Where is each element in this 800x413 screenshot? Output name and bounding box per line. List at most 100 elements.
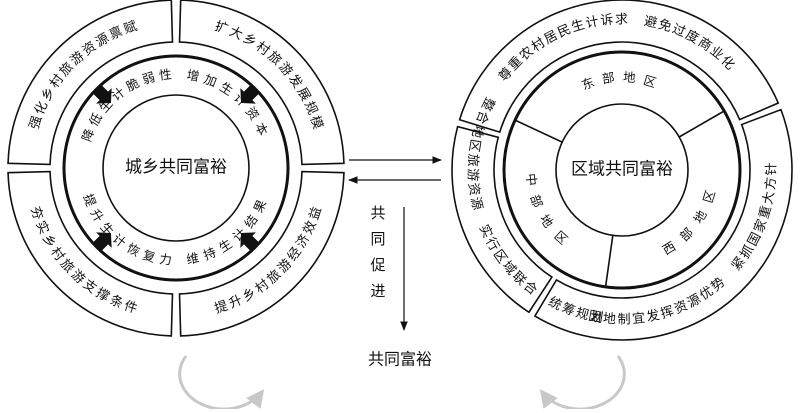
right-outer-label-3-char: 旅 — [464, 153, 480, 167]
left-inner-label-1-char: 降 — [79, 126, 98, 143]
left-inner-label-3: 维持生计结果 — [185, 197, 269, 267]
right-region-east-char: 区 — [642, 72, 658, 90]
left-inner-label-1-char: 弱 — [140, 69, 156, 87]
right-outer-label-3-char: 游 — [464, 168, 479, 181]
right-outer-label-3-char: 区 — [466, 138, 483, 153]
right-outer-label-3-char: 规 — [574, 306, 591, 324]
right-outer-label-2-char: 源 — [685, 292, 704, 311]
left-outer-label-4-char: 条 — [107, 292, 125, 312]
left-outer-segment-4 — [7, 170, 174, 337]
right-divider-3 — [604, 235, 614, 287]
right-outer-label-2-char: 发 — [645, 307, 661, 325]
right-outer-label-3-char: 资 — [465, 182, 482, 197]
right-center-title: 区域共同富裕 — [571, 160, 673, 180]
right-region-west-char: 部 — [677, 225, 696, 244]
left-inner-arrow-3 — [240, 232, 261, 253]
left-inner-label-2-char: 资 — [243, 104, 262, 123]
left-inner-label-4-char: 升 — [87, 206, 106, 224]
right-outer-label-2-char: 地 — [602, 311, 616, 327]
left-gray-cycle-arrow — [178, 355, 265, 411]
left-inner-label-1-char: 计 — [109, 84, 128, 104]
right-outer-label-1-char: 生 — [570, 17, 587, 35]
left-inner-label-1-char: 性 — [158, 66, 172, 82]
right-outer-label-2-char: 针 — [764, 162, 779, 175]
right-region-central-char: 区 — [551, 228, 570, 248]
right-region-central-char: 部 — [527, 193, 545, 210]
right-outer-label-1-char: 免 — [656, 17, 673, 35]
right-outer-label-3-char: 实 — [476, 222, 495, 240]
right-outer-label-1-char: 求 — [615, 12, 628, 27]
left-inner-arrow-4 — [91, 232, 112, 253]
common-prosperity-label: 共同富裕 — [368, 350, 432, 369]
left-outer-label-1-char: 强 — [27, 114, 45, 131]
left-inner-label-4-char: 恢 — [125, 240, 143, 259]
right-gray-cycle-arrow — [539, 355, 626, 411]
left-center-title: 城乡共同富裕 — [125, 158, 227, 178]
right-outer-label-2-char: 因 — [587, 309, 603, 326]
left-outer-label-4-char: 夯 — [27, 205, 45, 222]
vertical-label-char: 同 — [370, 230, 385, 248]
left-inner-label-2-char: 本 — [252, 120, 271, 138]
left-outer-label-2-char: 扩 — [213, 19, 230, 37]
right-outer-label-2-char: 家 — [751, 217, 771, 235]
left-inner-label-4: 提升生计恢复力 — [81, 192, 173, 268]
right-outer-label-2-char: 制 — [617, 312, 630, 327]
right-divider-2 — [678, 110, 725, 138]
right-outer-label-3-char: 行 — [482, 235, 501, 254]
left-outer-label-1-char: 源 — [93, 31, 112, 50]
vertical-label-char: 共 — [370, 204, 385, 222]
left-inner-arrow-1 — [91, 83, 112, 104]
right-region-west-char: 区 — [700, 188, 718, 204]
right-outer-label-3-char: 整 — [478, 95, 497, 113]
left-outer-segment-3 — [178, 170, 345, 337]
right-outer-label-3-char: 统 — [546, 295, 564, 314]
left-inner-label-4-char: 复 — [141, 247, 158, 265]
right-outer-label-3-char: 源 — [467, 196, 485, 212]
left-outer-label-1-char: 禀 — [107, 23, 125, 43]
left-inner-arrows — [91, 83, 261, 253]
right-outer-label-3-char: 合 — [472, 108, 491, 125]
arrow-shape — [91, 232, 112, 253]
left-outer-label-1-char: 乡 — [39, 85, 58, 104]
right-region-west-char: 西 — [660, 238, 678, 257]
left-outer-label-1-char: 化 — [32, 99, 51, 117]
left-outer-label-4-char: 乡 — [39, 232, 58, 251]
arrow-shape — [240, 83, 261, 104]
left-inner-label-4-char: 力 — [159, 251, 173, 267]
right-region-east-char: 部 — [601, 70, 616, 87]
arrow-shape — [91, 83, 112, 104]
left-outer-label-2-char: 展 — [294, 85, 313, 104]
right-outer-label-2-char: 方 — [762, 176, 779, 190]
right-outer-segments — [451, 0, 793, 341]
left-outer-label-3-char: 效 — [301, 219, 320, 237]
right-outer-segment-3 — [451, 125, 554, 314]
left-inner-label-1-char: 低 — [86, 110, 106, 129]
right-region-west-char: 地 — [690, 207, 710, 226]
right-region-east: 东部地区 — [579, 69, 658, 92]
right-outer-label-1-char: 避 — [643, 14, 659, 31]
right-outer-label-1-char: 诉 — [600, 13, 614, 29]
left-outer-label-3-char: 益 — [307, 205, 325, 222]
left-core-ring — [102, 94, 250, 242]
right-outer-label-2-char: 国 — [745, 230, 764, 248]
right-region-east-char: 东 — [579, 74, 596, 93]
left-outer-label-2-char: 大 — [227, 24, 245, 43]
left-inner-label-2-char: 生 — [217, 79, 236, 98]
right-outer-label-2-char: 重 — [756, 204, 775, 221]
right-outer-label-2-char: 宜 — [631, 311, 646, 327]
left-outer-label-3-char: 乡 — [240, 286, 259, 305]
left-outer-label-1-char: 赋 — [122, 19, 139, 37]
right-region-central-char: 地 — [537, 212, 557, 231]
left-outer-label-4-char: 件 — [122, 299, 139, 317]
right-outer-label-1-char: 民 — [555, 22, 573, 41]
left-inner-label-3-char: 生 — [216, 236, 235, 255]
left-inner-label-1: 降低生计脆弱性 — [79, 66, 173, 143]
right-region-dividers — [514, 110, 725, 287]
left-diagram: 强化乡村旅游资源禀赋扩大乡村旅游发展规模提升乡村旅游经济效益夯实乡村旅游支撑条件… — [7, 0, 345, 337]
